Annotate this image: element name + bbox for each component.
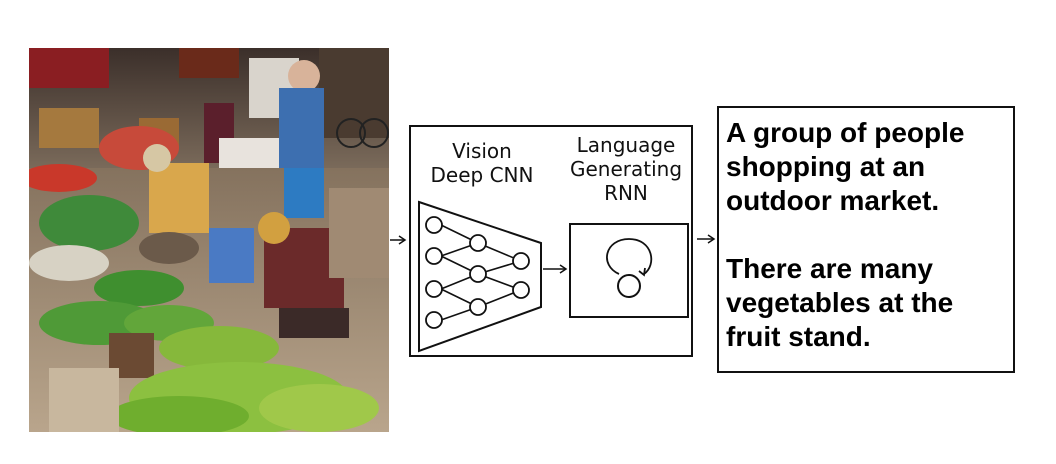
vision-cnn-label: Vision Deep CNN xyxy=(430,139,534,187)
caption-sentence-1: A group of people shopping at an outdoor… xyxy=(726,117,965,216)
arrow-model-to-caption xyxy=(697,234,716,244)
market-photo xyxy=(29,48,389,432)
caption-output-box: A group of people shopping at an outdoor… xyxy=(717,106,1015,373)
model-box: Vision Deep CNN Language Generating RNN xyxy=(409,125,693,357)
caption-sentence-2: There are many vegetables at the fruit s… xyxy=(726,253,954,352)
arrow-cnn-to-rnn xyxy=(543,264,568,274)
cnn-network-icon xyxy=(418,200,542,353)
arrow-photo-to-model xyxy=(390,235,407,245)
rnn-box xyxy=(569,223,689,318)
language-rnn-label: Language Generating RNN xyxy=(569,133,683,205)
recurrent-node-icon xyxy=(606,238,653,298)
